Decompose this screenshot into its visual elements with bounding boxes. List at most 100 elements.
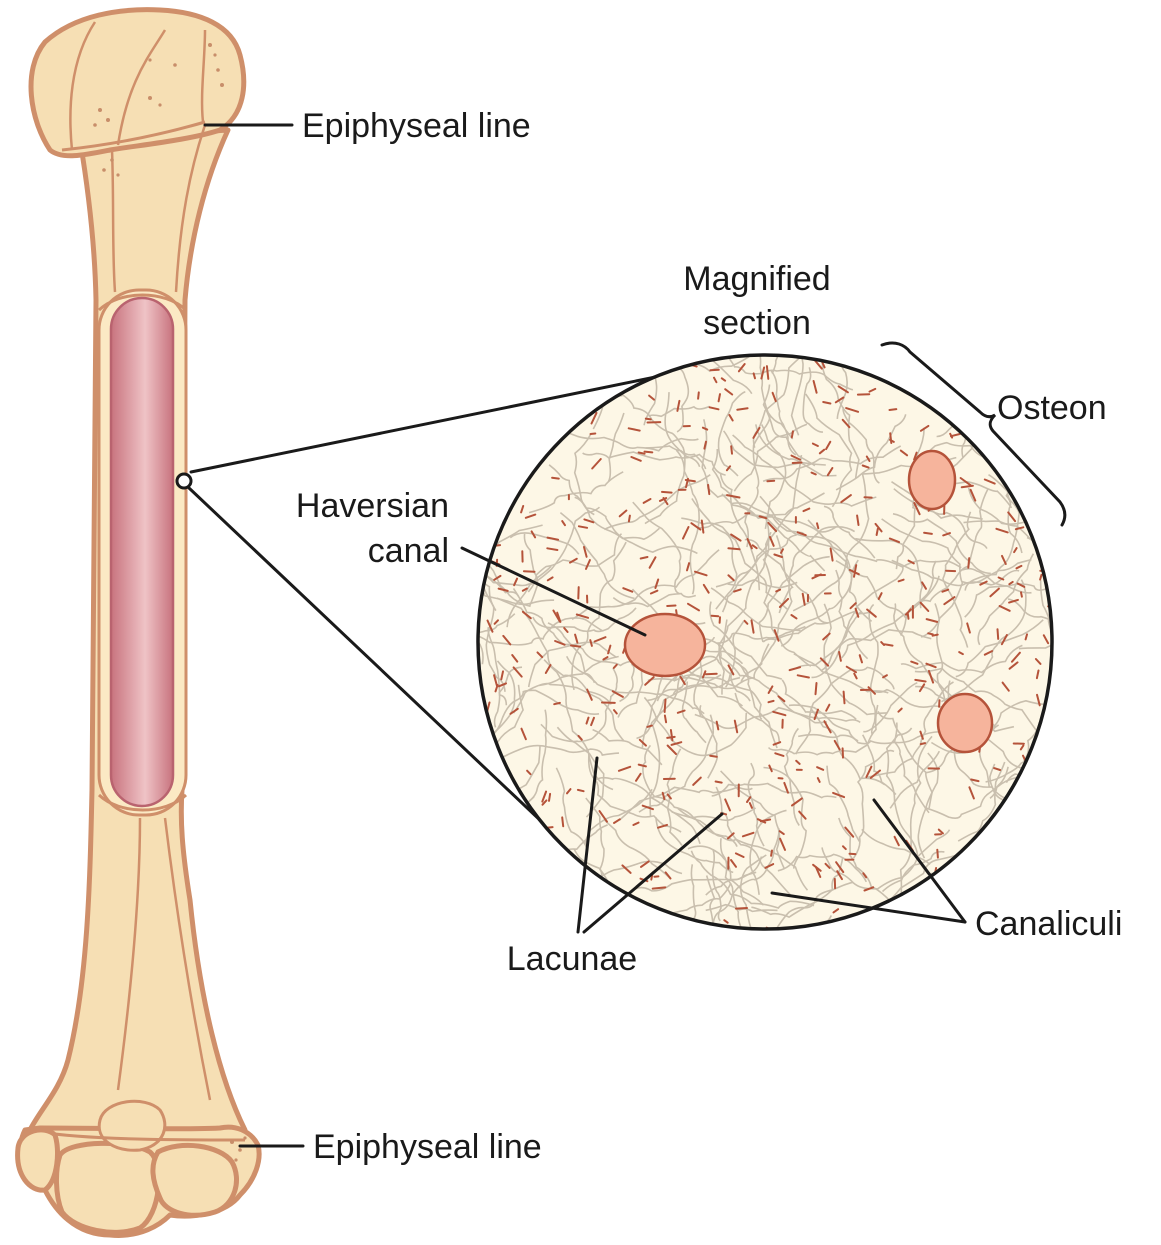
lacuna-mark [868,387,877,393]
lacuna-mark [842,845,847,851]
lacuna-mark [853,564,858,578]
canaliculi-strand [636,671,683,740]
lacuna-mark [613,818,621,824]
canaliculi-strand [941,579,1027,703]
lacuna-mark [512,666,523,678]
lacuna-mark [816,766,825,771]
lacuna-mark [746,796,752,803]
lacuna-mark [682,526,690,540]
lacuna-mark [764,863,775,869]
lacuna-mark [777,937,778,944]
lacuna-mark [654,578,660,589]
lacuna-mark [788,666,802,672]
canaliculi-strand [893,488,988,549]
canaliculi-strand [543,659,614,791]
lacuna-mark [823,720,832,734]
lacuna-mark [640,860,650,868]
canaliculi-strand [607,412,625,482]
lacuna-mark [930,398,942,409]
lacuna-mark [546,576,554,582]
canaliculi-strand [899,560,937,636]
lacuna-mark [970,778,980,783]
lacuna-mark [1006,480,1020,487]
lacuna-mark [502,634,512,646]
label-epiphyseal-bottom: Epiphyseal line [313,1128,542,1166]
lacuna-mark [687,602,700,612]
lacuna-mark [577,525,589,529]
canaliculi-strand [726,933,819,941]
cut-edge-bottom [97,793,188,812]
canaliculi-strand [876,559,962,569]
canaliculi-strand [487,626,508,706]
lacuna-mark [750,619,755,634]
lacuna-mark [969,488,977,502]
lacuna-mark [1020,591,1023,598]
lacuna-mark [766,479,776,483]
canaliculi-strand [711,782,837,799]
lacuna-mark [968,786,975,800]
lacuna-mark [834,396,845,404]
lacuna-mark [919,424,930,432]
lacuna-mark [844,826,855,838]
lacuna-mark [730,533,742,542]
lacuna-mark [513,577,519,587]
lacuna-mark [810,471,817,476]
lacuna-mark [701,426,709,431]
canaliculi-strand [891,559,1020,587]
lacuna-mark [551,476,560,480]
haversian-canal-upper [907,449,957,511]
lacuna-mark [897,707,903,713]
lacuna-mark [983,650,993,656]
canaliculi-strand [824,205,873,352]
lacuna-mark [1024,633,1028,641]
lacuna-mark [642,498,652,504]
canaliculi-strand [749,809,787,895]
canaliculi-strand [715,455,803,588]
lacuna-mark [811,573,822,580]
canaliculi-strand [718,531,772,695]
lacuna-mark [541,799,548,806]
canaliculi-strand [722,430,826,469]
lacuna-mark [666,793,672,800]
canaliculi-strand [964,583,1047,618]
lacuna-mark [591,458,602,470]
lacuna-mark [959,477,972,487]
lacuna-mark [669,729,674,742]
lacuna-mark [888,537,900,544]
magnifier-connectors [175,370,682,824]
label-haversian-line1: Haversian [296,487,449,525]
leader-canaliculi-1 [872,798,967,924]
lacuna-mark [966,622,971,634]
lacuna-mark [852,355,862,362]
lacuna-mark [676,709,686,714]
lacuna-mark [925,662,937,669]
canaliculi-strand [992,816,1052,867]
lacuna-mark [1014,526,1025,531]
lacuna-mark [783,781,789,794]
lacuna-mark [889,438,895,443]
lacuna-mark [590,716,595,727]
lacuna-mark [736,407,749,411]
lacuna-mark [927,669,935,684]
lacuna-mark [500,670,504,681]
lacuna-mark [835,861,845,874]
canaliculi-strand [709,601,783,680]
lacuna-mark [670,741,683,746]
canaliculi-strand [538,655,619,687]
lacuna-mark [780,548,784,554]
lacuna-mark [795,759,801,765]
lacuna-mark [743,619,749,625]
lacuna-mark [733,588,742,593]
lacuna-mark [639,556,649,560]
canaliculi-strand [1018,606,1052,650]
label-lacunae: Lacunae [507,940,637,978]
lacuna-mark [509,707,519,715]
lacuna-mark [700,519,705,534]
canaliculi-strand [730,502,878,563]
canaliculi-strand [643,696,748,757]
lacuna-mark [899,449,909,457]
lacuna-mark [590,411,598,425]
epiphyseal-plate-top [61,120,206,152]
canaliculi-strand [892,513,991,575]
lacuna-mark [874,522,883,533]
